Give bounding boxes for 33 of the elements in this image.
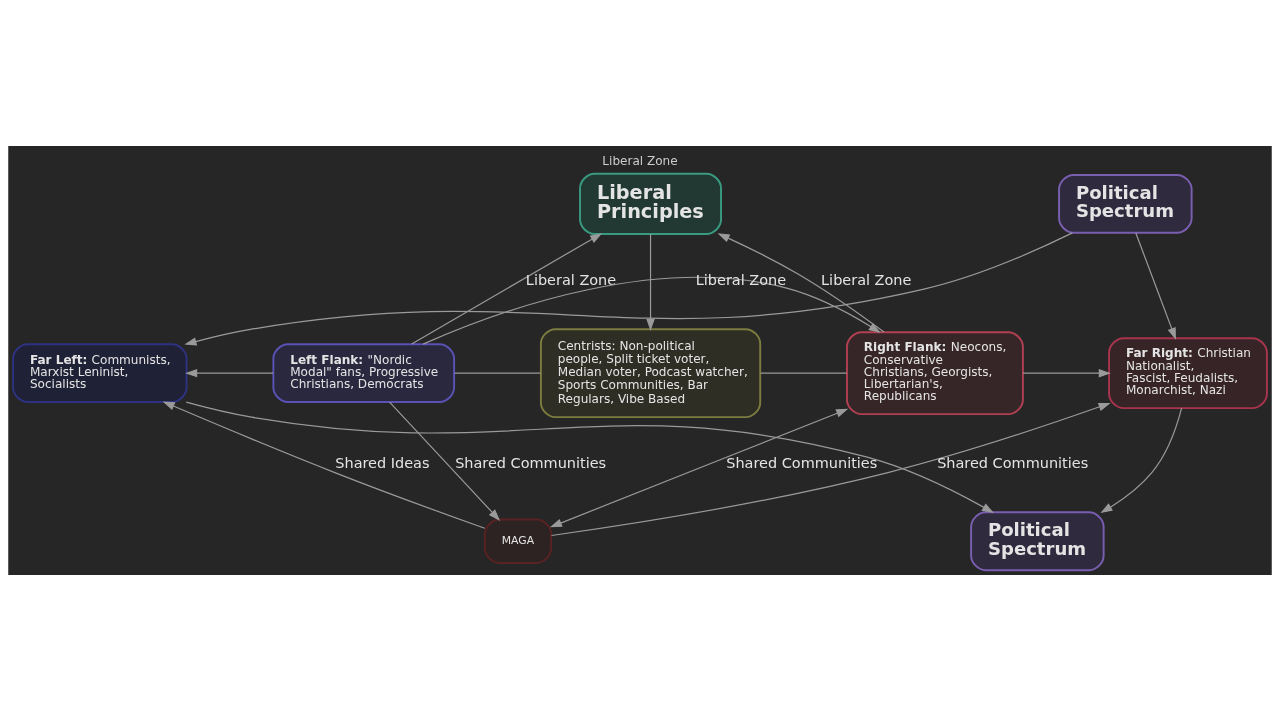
node-box: MAGA bbox=[483, 518, 553, 564]
edge-label: Shared Communities bbox=[726, 454, 878, 471]
arrow bbox=[162, 401, 486, 529]
arrow bbox=[1135, 231, 1176, 340]
node-box: Left Flank: "Nordic Modal" fans, Progressive Christians, Democrats bbox=[272, 342, 456, 403]
connector bbox=[759, 372, 848, 374]
node-box: Right Flank: Neocons, Conservative Christians, Georgists, Libertarian's, Republicans bbox=[846, 330, 1024, 415]
edge-label: Liberal Zone bbox=[695, 271, 787, 288]
arrow bbox=[185, 401, 994, 513]
arrow bbox=[550, 402, 1111, 536]
node-box: Political Spectrum bbox=[970, 510, 1105, 571]
arrow bbox=[717, 232, 885, 333]
node-box: Centrists: Non-political people, Split ticket voter, Median voter, Podcast watcher, Sports Communities, Bar Regulars, Vibe Based bbox=[539, 327, 762, 418]
edge-label: Shared Communities bbox=[455, 454, 607, 471]
arrow bbox=[185, 368, 274, 377]
arrow bbox=[184, 231, 1073, 346]
node-box: Liberal Principles bbox=[579, 172, 722, 235]
arrow bbox=[1022, 368, 1111, 377]
node-box: Far Left: Communists, Marxist Leninist, Socialists bbox=[12, 342, 188, 403]
edge-label: Liberal Zone bbox=[821, 271, 912, 288]
edge-label: Shared Communities bbox=[937, 454, 1089, 471]
arrow bbox=[549, 408, 849, 527]
arrow bbox=[411, 232, 603, 345]
arrow bbox=[422, 276, 881, 345]
node-box: Far Right: Christian Nationalist, Fascist, Feudalists, Monarchist, Nazi bbox=[1108, 336, 1268, 409]
arrow bbox=[388, 401, 501, 521]
diagram-title: Liberal Zone bbox=[602, 153, 678, 168]
arrow bbox=[646, 233, 655, 331]
connector bbox=[453, 372, 542, 374]
arrow bbox=[1100, 407, 1183, 513]
node-box: Political Spectrum bbox=[1058, 173, 1193, 234]
edge-label: Shared Ideas bbox=[335, 454, 430, 471]
edge-label: Liberal Zone bbox=[525, 271, 617, 288]
